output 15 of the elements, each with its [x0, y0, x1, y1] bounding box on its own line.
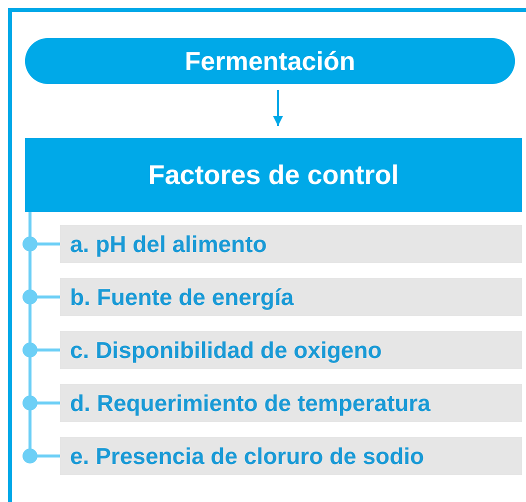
list-item-bar [60, 225, 522, 263]
item-text: d. Requerimiento de temperatura [70, 390, 430, 416]
item-text: b. Fuente de energía [70, 284, 294, 310]
item-text: c. Disponibilidad de oxigeno [70, 336, 382, 364]
heading-text: Factores de control [148, 160, 399, 190]
header-box [25, 138, 522, 212]
list-item-bar [60, 331, 522, 369]
arrow [273, 90, 283, 126]
item-text: e. Presencia de cloruro de sodio [70, 442, 424, 470]
item-text: a. pH del alimento [70, 230, 267, 258]
heading-text: Fermentación [184, 46, 356, 76]
list-item-bar [60, 437, 522, 475]
list-item-bar [60, 278, 522, 316]
process-pill [25, 38, 515, 84]
list-item-bar [60, 384, 522, 422]
